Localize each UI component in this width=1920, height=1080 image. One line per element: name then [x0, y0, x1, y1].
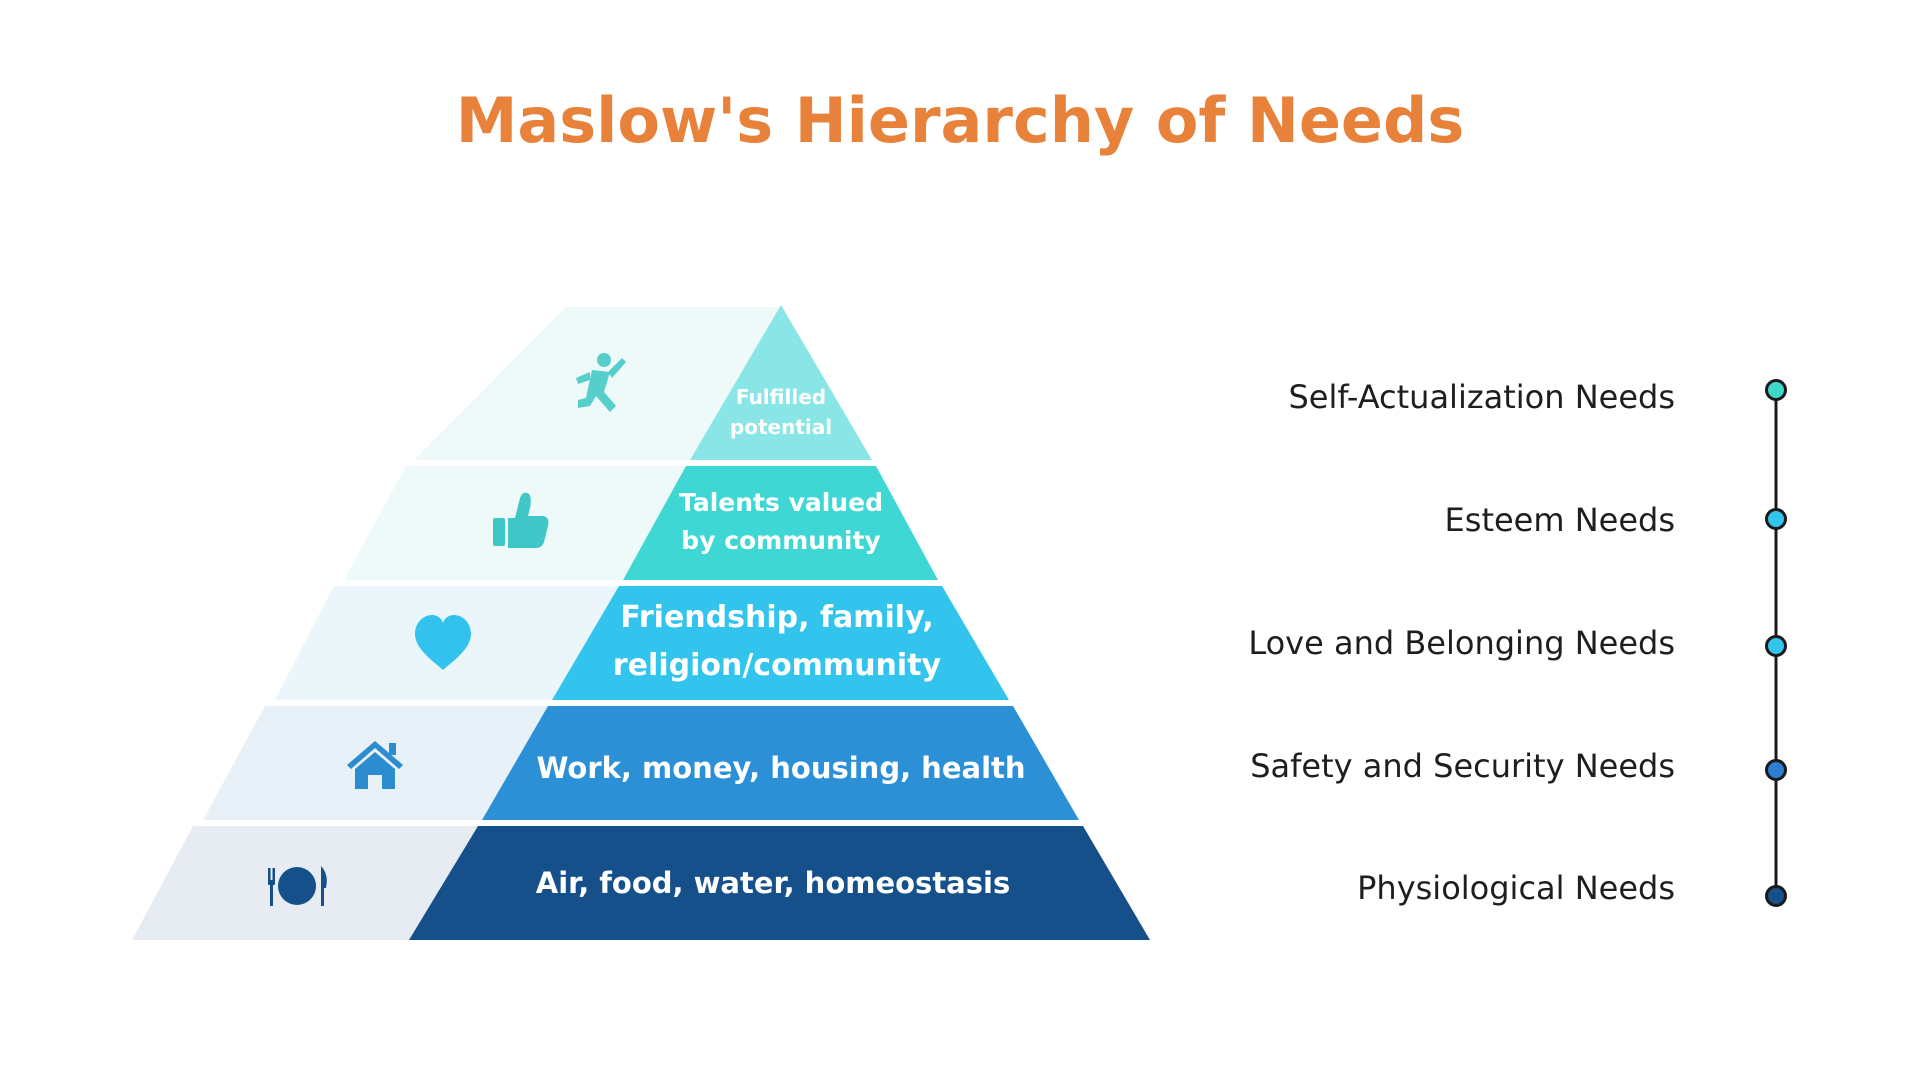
hierarchy-dots [1765, 379, 1787, 907]
dot-esteem [1765, 508, 1787, 530]
need-label-physiological: Physiological Needs [1357, 869, 1675, 907]
house-icon [347, 741, 403, 789]
tier-text-esteem-line-1: Talents valued [679, 488, 883, 517]
tier-text-self-actualization-line-1: Fulfilled [736, 385, 826, 409]
need-label-esteem: Esteem Needs [1445, 501, 1675, 539]
tier-text-love-belonging-line-2: religion/community [613, 648, 942, 683]
needs-list: Self-Actualization Needs Esteem Needs Lo… [1248, 378, 1675, 907]
tier-labels: Fulfilled potential Talents valued by co… [536, 385, 1026, 900]
tier-text-self-actualization-line-2: potential [730, 415, 832, 439]
need-label-self-actualization: Self-Actualization Needs [1288, 378, 1675, 416]
page-title: Maslow's Hierarchy of Needs [456, 84, 1465, 157]
person-jumping-icon [576, 353, 626, 412]
tier-text-physiological: Air, food, water, homeostasis [536, 866, 1010, 900]
plate-cutlery-icon [268, 866, 327, 906]
tier-text-love-belonging-line-1: Friendship, family, [620, 600, 933, 635]
heart-icon [415, 615, 471, 670]
thumbs-up-icon [493, 492, 549, 548]
tier-love-belonging [552, 586, 1009, 700]
pyramid [409, 305, 1150, 940]
tier-physiological [409, 826, 1150, 940]
dot-safety-security [1765, 759, 1787, 781]
tier-text-esteem-line-2: by community [681, 526, 880, 555]
dot-self-actualization [1765, 379, 1787, 401]
dot-physiological [1765, 885, 1787, 907]
need-label-love-belonging: Love and Belonging Needs [1248, 624, 1675, 662]
dot-love-belonging [1765, 635, 1787, 657]
tier-safety-security [482, 706, 1079, 820]
tier-text-safety-security: Work, money, housing, health [536, 751, 1025, 785]
tier-esteem [623, 466, 938, 580]
tier-self-actualization [690, 305, 872, 460]
need-label-safety-security: Safety and Security Needs [1250, 747, 1675, 785]
